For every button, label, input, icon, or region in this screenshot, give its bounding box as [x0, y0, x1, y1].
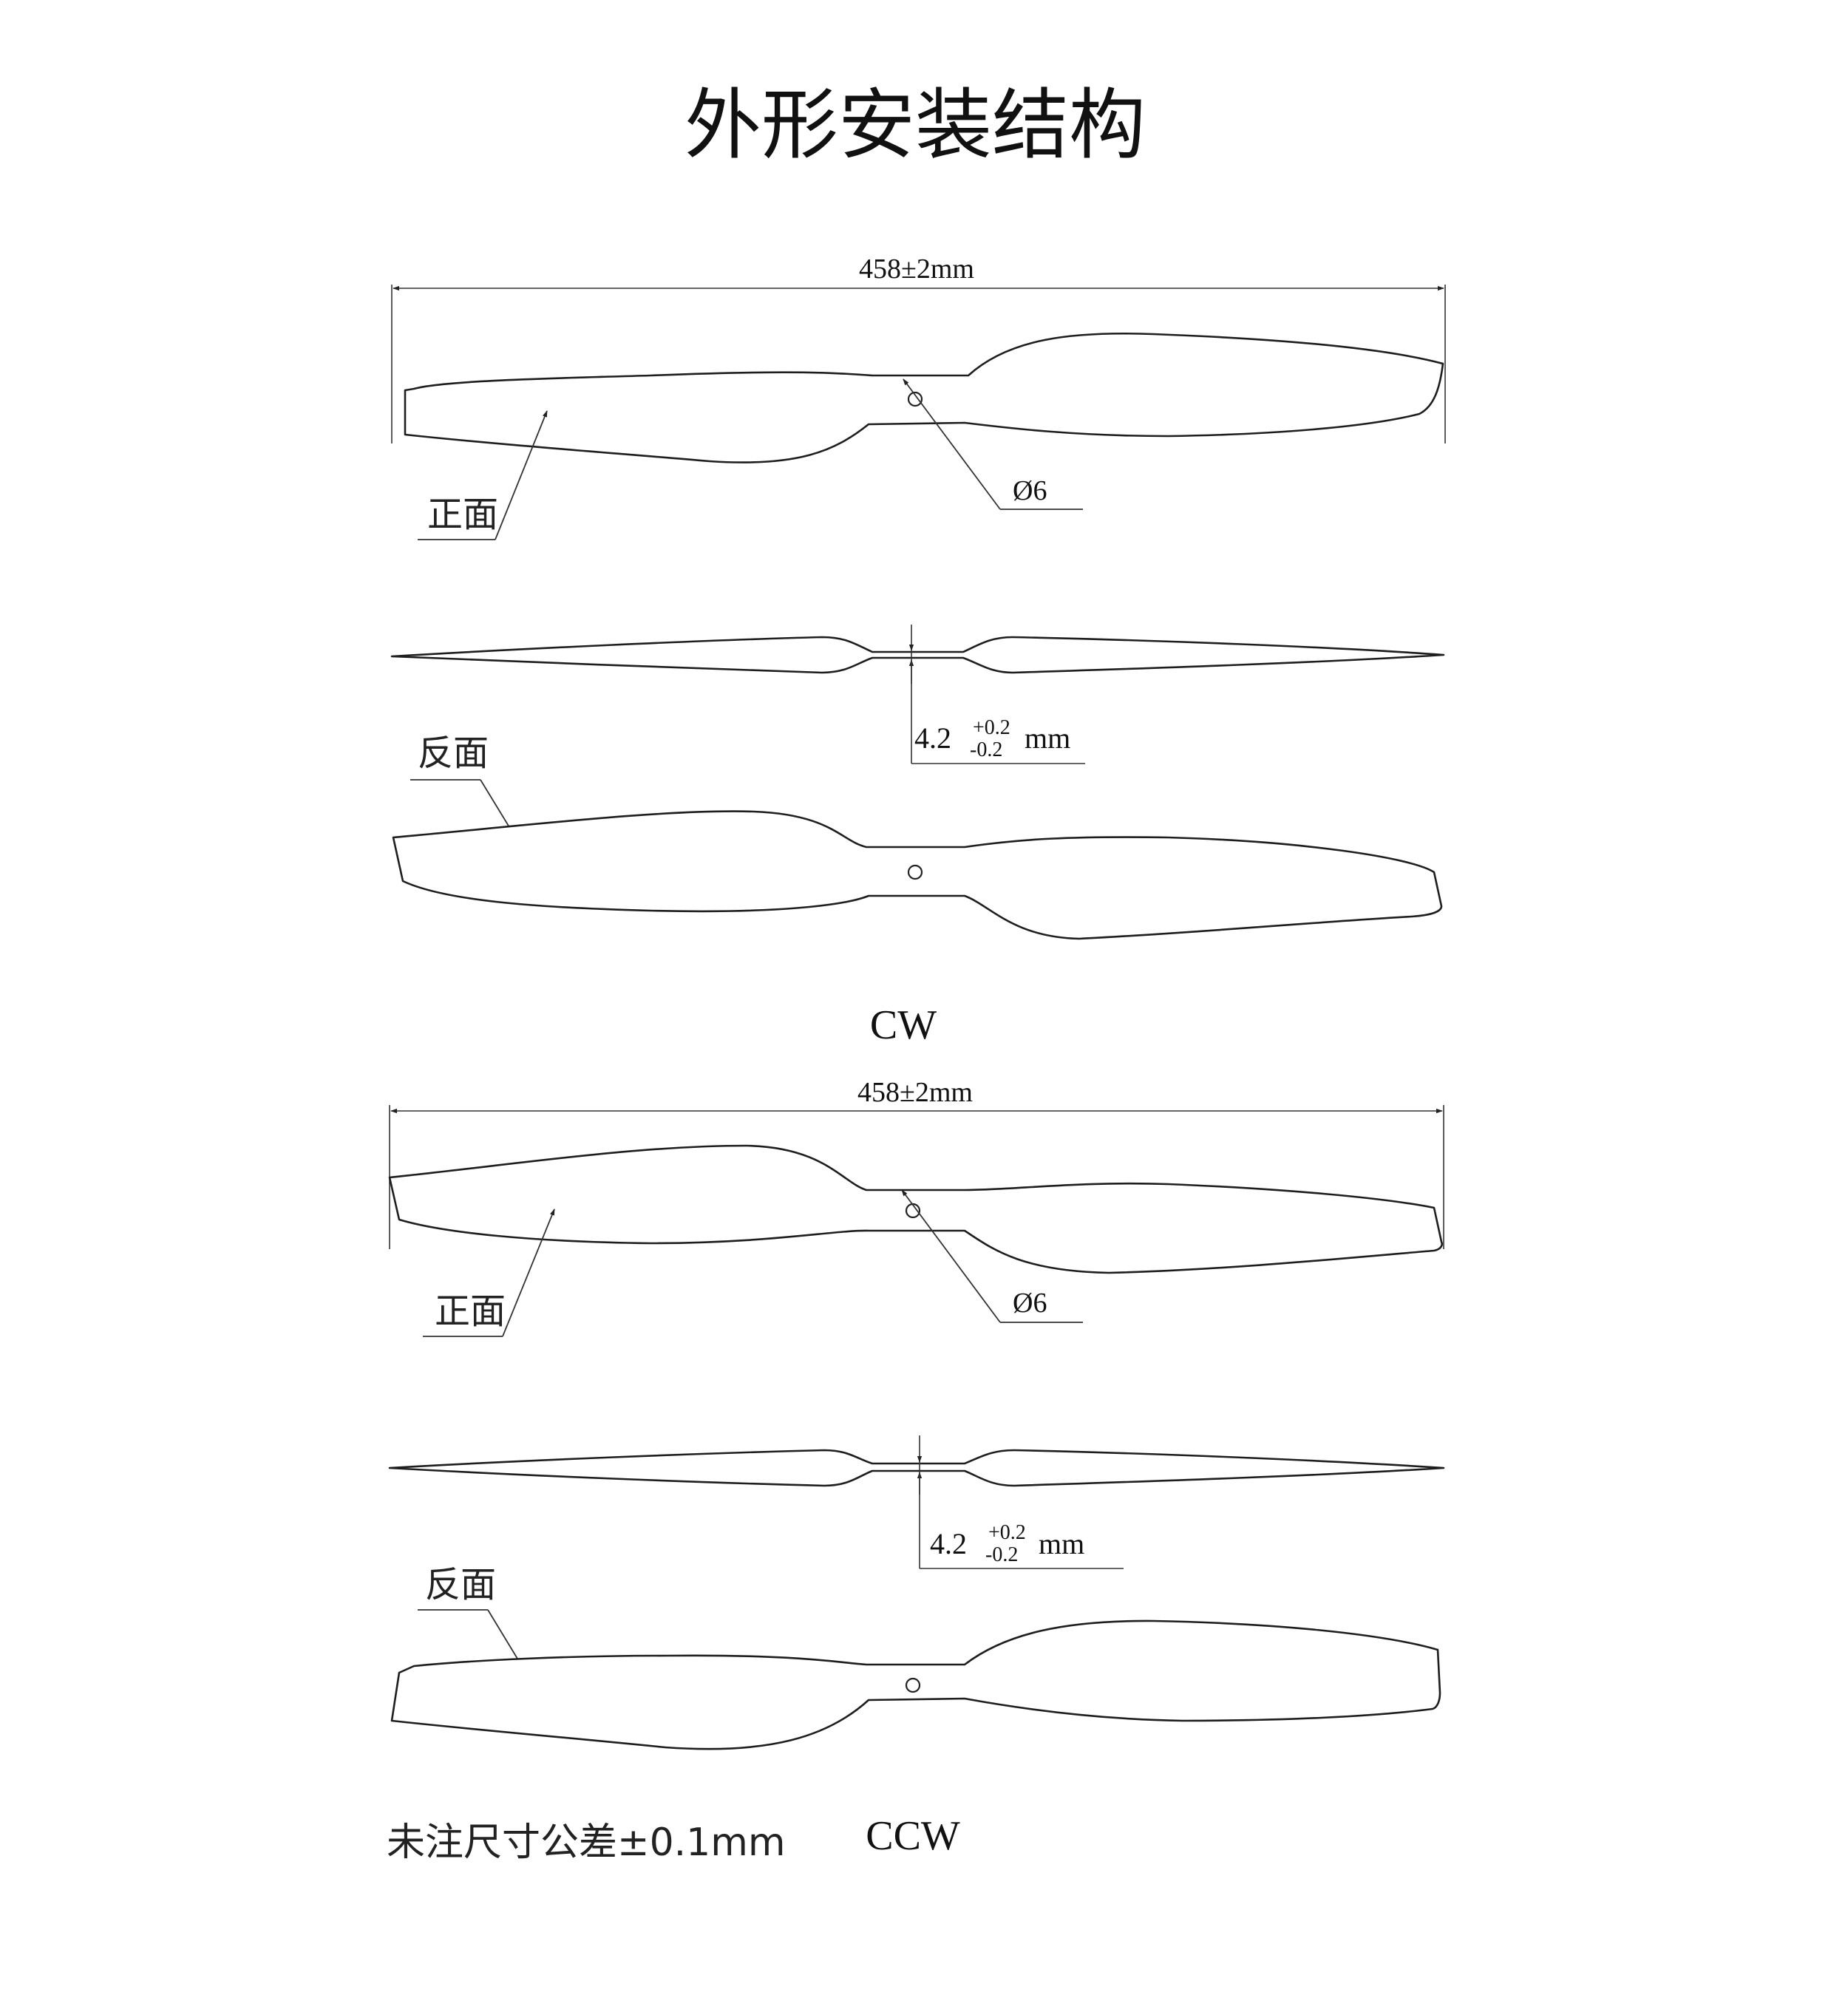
ccw-side-view-outline [388, 1449, 1445, 1487]
ccw-hole-label: Ø6 [1013, 1288, 1047, 1319]
cw-side-view-outline [390, 636, 1445, 674]
ccw-thickness-value: 4.2 [930, 1527, 967, 1560]
ccw-back-mounting-hole [905, 1677, 921, 1693]
cw-thickness-tol-upper: +0.2 [973, 716, 1010, 739]
cw-back-label-group: 反面 [410, 732, 539, 875]
cw-thickness-unit: mm [1025, 721, 1070, 755]
ccw-thickness-tol-lower: -0.2 [985, 1543, 1018, 1566]
ccw-rotation-label: CCW [866, 1813, 960, 1859]
cw-thickness-value: 4.2 [914, 721, 951, 755]
ccw-back-label-group: 反面 [418, 1564, 548, 1708]
cw-back-mounting-hole [907, 864, 923, 880]
cw-hole-label: Ø6 [1013, 475, 1047, 506]
cw-front-view-outline [404, 332, 1444, 463]
cw-section: 458±2mm Ø6 正面 4.2 +0.2 -0.2 mm [390, 254, 1446, 1048]
ccw-back-label: 反面 [425, 1564, 496, 1605]
ccw-thickness-unit: mm [1039, 1527, 1084, 1560]
cw-front-label-group: 正面 [418, 410, 548, 540]
cw-rotation-label: CW [870, 1002, 937, 1048]
ccw-length-dimension: 458±2mm [389, 1077, 1444, 1249]
ccw-length-label: 458±2mm [857, 1077, 973, 1108]
cw-thickness-dimension: 4.2 +0.2 -0.2 mm [908, 625, 1085, 764]
cw-length-dimension: 458±2mm [391, 254, 1446, 443]
ccw-front-label: 正面 [435, 1291, 506, 1332]
page-title: 外形安装结构 [684, 80, 1146, 170]
tolerance-note: 未注尺寸公差±0.1mm [387, 1821, 786, 1865]
cw-mounting-hole [907, 391, 923, 407]
cw-length-label: 458±2mm [859, 254, 974, 285]
ccw-thickness-tol-upper: +0.2 [988, 1521, 1026, 1544]
ccw-front-label-group: 正面 [423, 1209, 555, 1337]
ccw-section: 458±2mm Ø6 正面 4.2 +0.2 -0.2 mm 反面 [388, 1077, 1445, 1859]
cw-back-label: 反面 [418, 732, 489, 774]
cw-thickness-tol-lower: -0.2 [970, 738, 1002, 761]
ccw-thickness-dimension: 4.2 +0.2 -0.2 mm [917, 1435, 1124, 1569]
cw-hole-dimension: Ø6 [903, 378, 1083, 510]
cw-front-label: 正面 [427, 494, 498, 535]
ccw-hole-dimension: Ø6 [901, 1189, 1083, 1323]
